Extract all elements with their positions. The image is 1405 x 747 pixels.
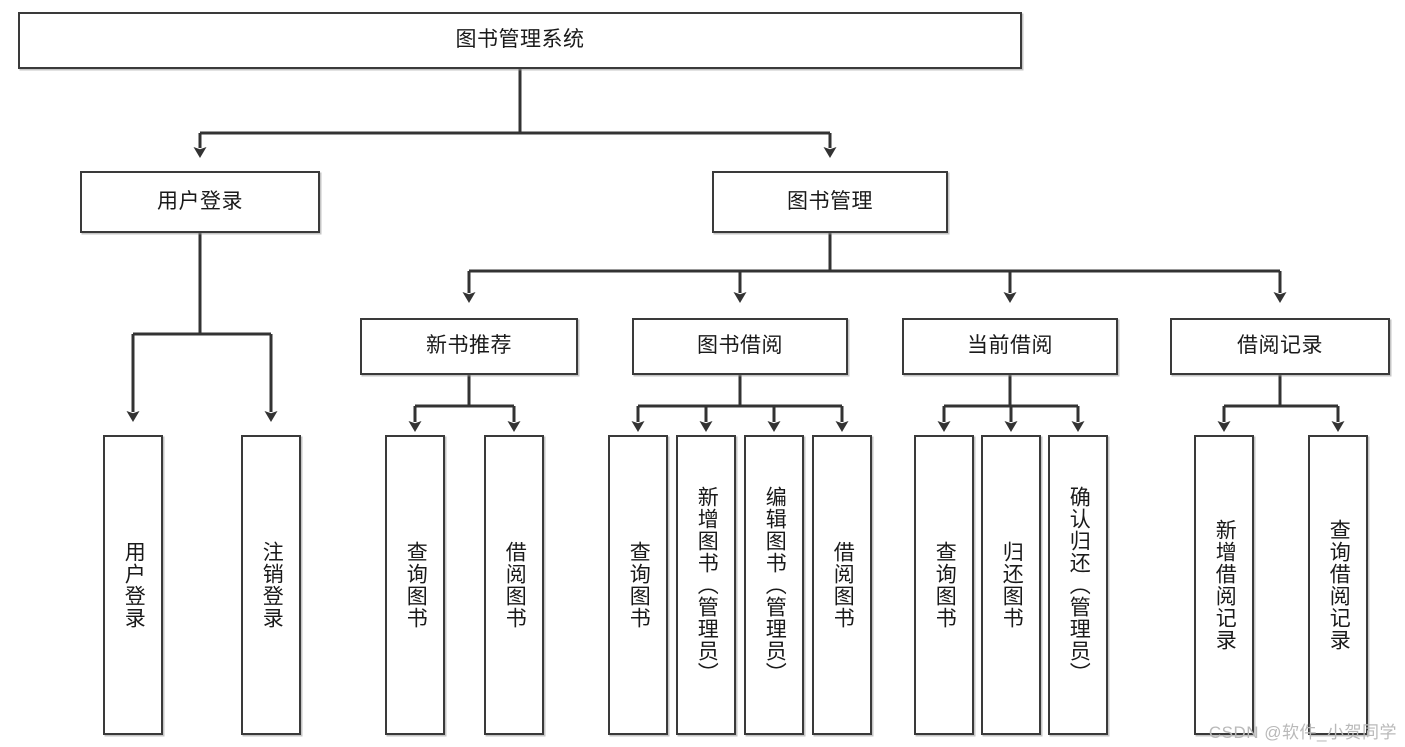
node-new-book-recommend-label: 新书推荐 (426, 334, 512, 358)
node-current-borrow-label: 当前借阅 (967, 334, 1053, 358)
leaf-user-login-label: 用户登录 (122, 541, 146, 629)
node-book-manage[interactable]: 图书管理 (712, 171, 948, 233)
leaf-user-login[interactable]: 用户登录 (103, 435, 163, 735)
leaf-add-book-label: 新增图书（管理员） (695, 486, 719, 684)
leaf-edit-book-label: 编辑图书（管理员） (763, 486, 787, 684)
node-root[interactable]: 图书管理系统 (18, 12, 1022, 69)
node-user-login-label: 用户登录 (157, 189, 243, 213)
leaf-query-record-label: 查询借阅记录 (1327, 519, 1351, 651)
leaf-query-book-3[interactable]: 查询图书 (914, 435, 974, 735)
leaf-query-book-1[interactable]: 查询图书 (385, 435, 445, 735)
leaf-return-book-label: 归还图书 (1000, 541, 1024, 629)
node-book-manage-label: 图书管理 (787, 189, 873, 213)
leaf-query-book-2-label: 查询图书 (627, 541, 651, 629)
node-book-borrow-label: 图书借阅 (697, 334, 783, 358)
leaf-logout-login-label: 注销登录 (260, 541, 284, 629)
node-user-login[interactable]: 用户登录 (80, 171, 320, 233)
leaf-confirm-return[interactable]: 确认归还（管理员） (1048, 435, 1108, 735)
node-new-book-recommend[interactable]: 新书推荐 (360, 318, 578, 375)
leaf-add-record[interactable]: 新增借阅记录 (1194, 435, 1254, 735)
leaf-borrow-book-1[interactable]: 借阅图书 (484, 435, 544, 735)
leaf-query-book-3-label: 查询图书 (933, 541, 957, 629)
leaf-query-book-1-label: 查询图书 (404, 541, 428, 629)
watermark: CSDN @软件_小贺同学 (1208, 723, 1397, 742)
leaf-confirm-return-label: 确认归还（管理员） (1067, 486, 1091, 684)
node-borrow-record-label: 借阅记录 (1237, 334, 1323, 358)
leaf-logout-login[interactable]: 注销登录 (241, 435, 301, 735)
node-current-borrow[interactable]: 当前借阅 (902, 318, 1118, 375)
leaf-borrow-book-1-label: 借阅图书 (503, 541, 527, 629)
leaf-add-book[interactable]: 新增图书（管理员） (676, 435, 736, 735)
leaf-add-record-label: 新增借阅记录 (1213, 519, 1237, 651)
leaf-borrow-book-2[interactable]: 借阅图书 (812, 435, 872, 735)
leaf-borrow-book-2-label: 借阅图书 (831, 541, 855, 629)
leaf-return-book[interactable]: 归还图书 (981, 435, 1041, 735)
node-borrow-record[interactable]: 借阅记录 (1170, 318, 1390, 375)
leaf-query-record[interactable]: 查询借阅记录 (1308, 435, 1368, 735)
leaf-edit-book[interactable]: 编辑图书（管理员） (744, 435, 804, 735)
node-book-borrow[interactable]: 图书借阅 (632, 318, 848, 375)
node-root-label: 图书管理系统 (455, 28, 585, 52)
leaf-query-book-2[interactable]: 查询图书 (608, 435, 668, 735)
